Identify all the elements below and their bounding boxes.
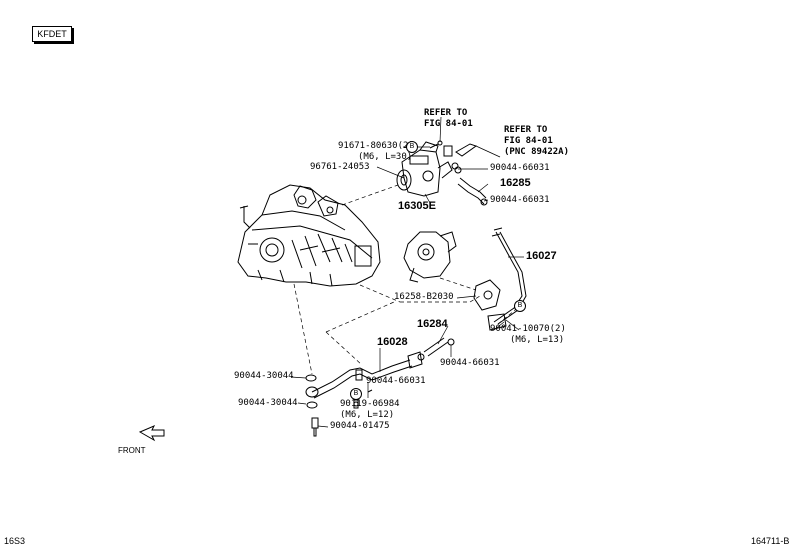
marker-b-3: B <box>350 388 362 400</box>
refer-note-1-line2: FIG 84-01 <box>424 119 473 129</box>
part-number: 16284 <box>417 318 448 330</box>
marker-b-1: B <box>406 141 418 153</box>
part-number: 90044-66031 <box>366 376 426 386</box>
part-label-16284: 16284 <box>417 319 448 330</box>
dashed-alignment-lines <box>293 184 521 375</box>
part-number: 16028 <box>377 336 408 348</box>
engine-code-label: KFDET <box>37 29 67 39</box>
refer-note-2-line3: (PNC 89422A) <box>504 147 570 157</box>
part-number: 16258-B2030 <box>394 292 454 302</box>
refer-note-1-line1: REFER TO <box>424 108 468 118</box>
part-number: 90041-10070(2) <box>490 324 566 334</box>
part-number: 90044-66031 <box>440 358 500 368</box>
part-label-16258: 16258-B2030 <box>394 292 454 303</box>
part-label-90044-66031-d: 90044-66031 <box>366 376 426 387</box>
marker-b-2: B <box>514 300 526 312</box>
hose-16284 <box>417 337 455 361</box>
part-number: 90044-66031 <box>490 195 550 205</box>
part-number: 90119-06984 <box>340 399 400 409</box>
part-number: 90044-66031 <box>490 163 550 173</box>
part-number: 91671-80630(2) <box>338 141 414 151</box>
pipe-16027 <box>487 227 527 331</box>
part-label-90119: 90119-06984 (M6, L=12) <box>340 399 400 421</box>
part-label-16027: 16027 <box>526 251 557 262</box>
part-label-16305E: 16305E <box>398 201 436 212</box>
part-number: 90044-01475 <box>330 421 390 431</box>
refer-note-2: REFER TO FIG 84-01 (PNC 89422A) <box>504 125 569 158</box>
engine-code-box: KFDET <box>32 26 72 42</box>
refer-note-2-line1: REFER TO <box>504 125 548 135</box>
hose-16285 <box>454 166 488 206</box>
engine-block <box>237 184 381 287</box>
part-label-96761: 96761-24053 <box>310 162 370 173</box>
part-label-16028: 16028 <box>377 337 408 348</box>
part-label-90044-30044-b: 90044-30044 <box>238 398 298 409</box>
front-arrow-icon <box>138 425 165 442</box>
gasket-16258 <box>473 279 501 311</box>
part-label-90044-66031-c: 90044-66031 <box>440 358 500 369</box>
front-label: FRONT <box>118 446 146 455</box>
part-label-90044-30044-a: 90044-30044 <box>234 371 294 382</box>
part-label-91671: 91671-80630(2) (M6, L=30) <box>338 141 414 163</box>
part-label-90044-66031-b: 90044-66031 <box>490 195 550 206</box>
part-spec: (M6, L=12) <box>340 410 395 420</box>
refer-note-2-line2: FIG 84-01 <box>504 136 553 146</box>
part-label-90044-01475: 90044-01475 <box>330 421 390 432</box>
part-label-90041: 90041-10070(2) (M6, L=13) <box>490 324 566 346</box>
gasket-96761 <box>396 169 412 191</box>
part-number: 16285 <box>500 177 531 189</box>
part-number: 96761-24053 <box>310 162 370 172</box>
part-number: 16305E <box>398 200 436 212</box>
turbo-component <box>403 231 457 283</box>
footer-right-code: 164711-B <box>751 536 790 546</box>
bolt-91671 <box>429 140 443 149</box>
pipe-16028 <box>311 351 423 399</box>
part-spec: (M6, L=30) <box>358 152 413 162</box>
part-spec: (M6, L=13) <box>510 335 565 345</box>
part-label-16285: 16285 <box>500 178 531 189</box>
part-number: 90044-30044 <box>238 398 298 408</box>
bolt-90119 <box>367 389 373 393</box>
fitting-upper <box>443 143 478 170</box>
egr-valve-16305E <box>401 141 453 197</box>
footer-left-code: 16S3 <box>4 536 26 546</box>
part-number: 16027 <box>526 250 557 262</box>
part-number: 90044-30044 <box>234 371 294 381</box>
refer-note-1: REFER TO FIG 84-01 <box>424 108 473 130</box>
part-label-90044-66031-a: 90044-66031 <box>490 163 550 174</box>
